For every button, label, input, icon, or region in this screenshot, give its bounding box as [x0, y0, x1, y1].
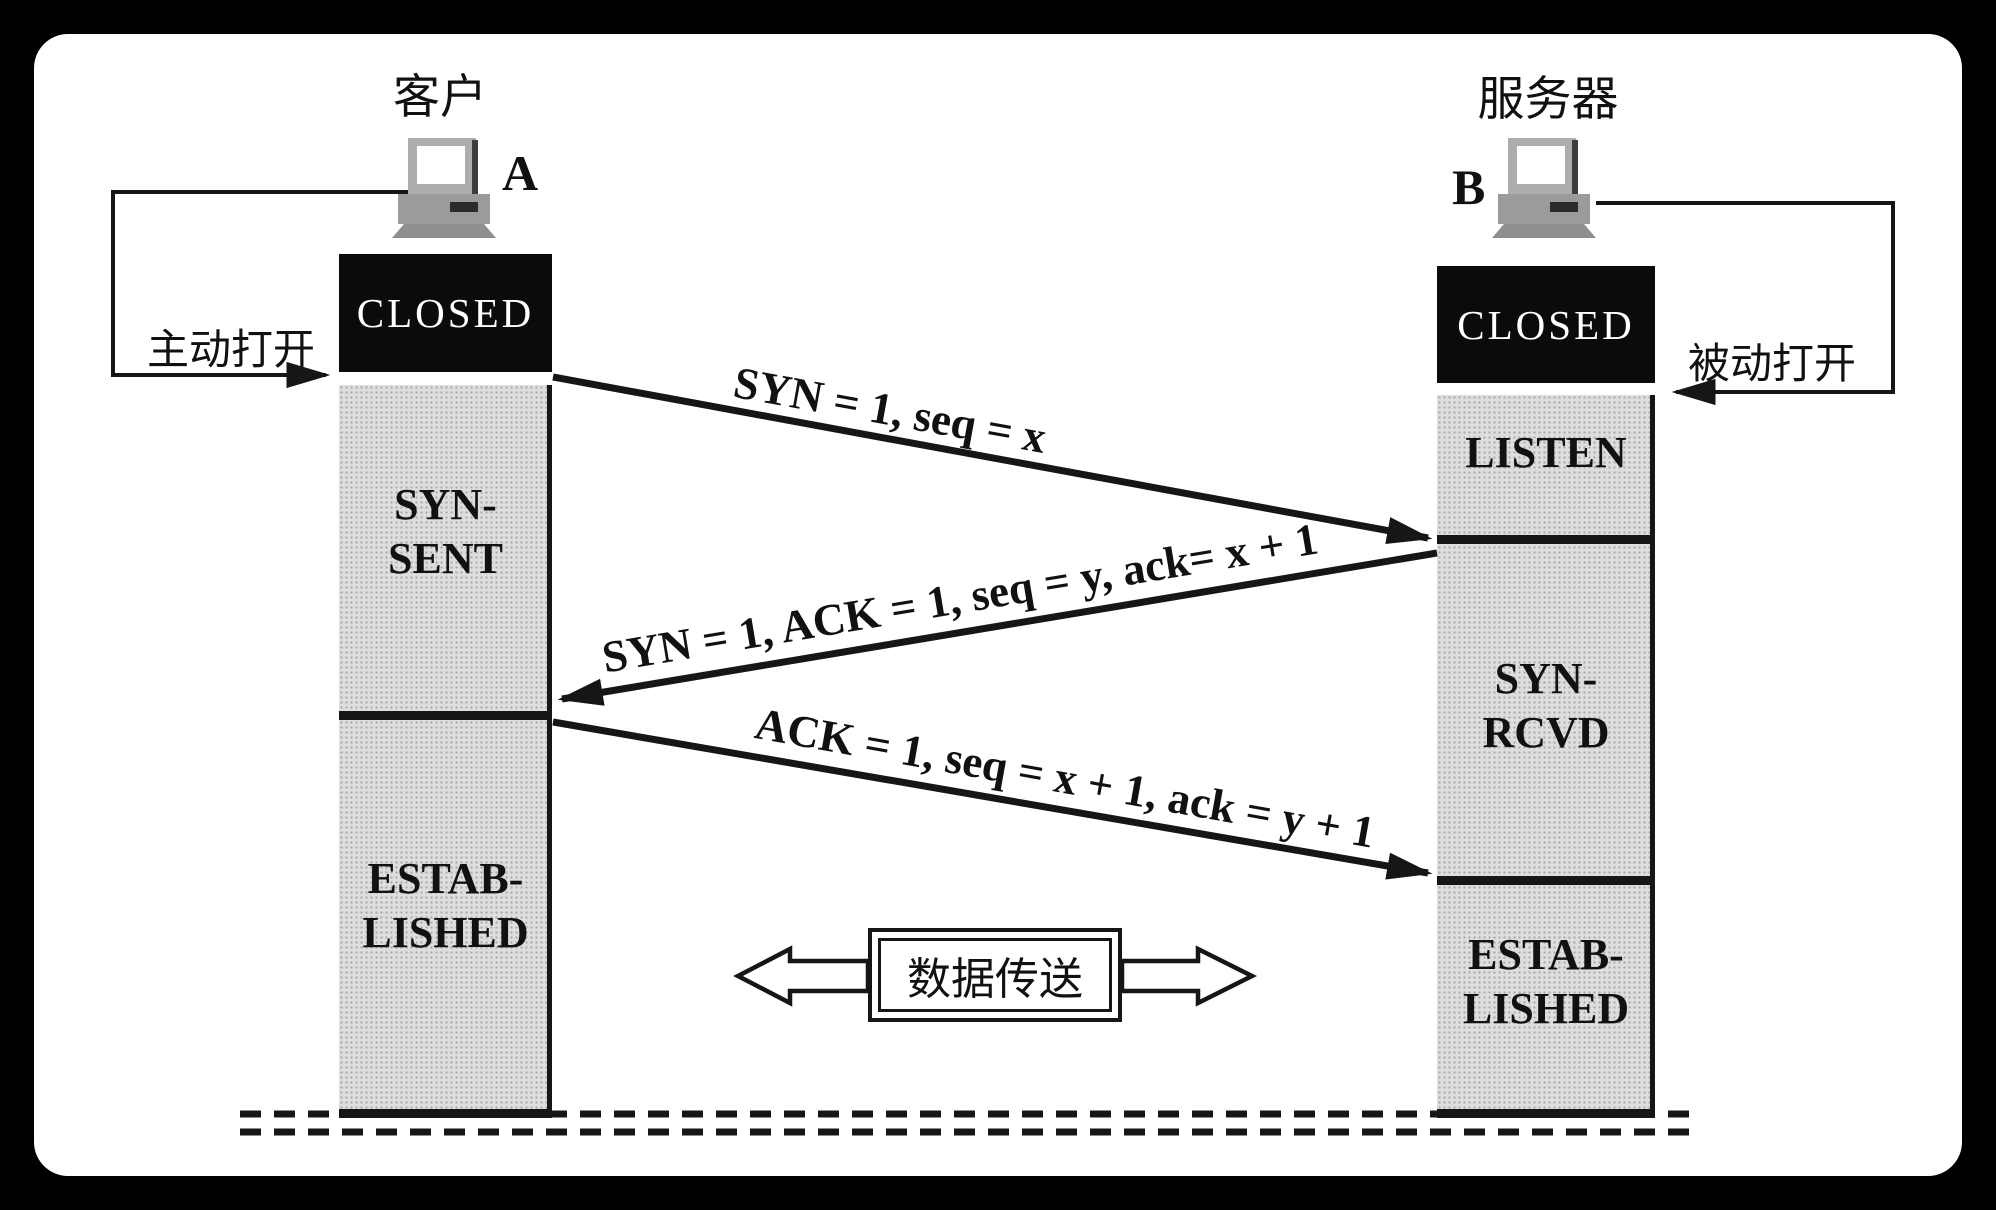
passive-open-label: 被动打开 [1687, 342, 1856, 388]
syn-rcvd-state: SYN- RCVD [1482, 654, 1610, 757]
server-node-label: B [1452, 159, 1486, 215]
client-established-state: ESTAB- LISHED [362, 854, 529, 957]
syn-sent-state: SYN- SENT [388, 480, 503, 583]
active-open-label: 主动打开 [146, 328, 315, 374]
client-lifeline-column [339, 385, 552, 1118]
data-transfer-box: 数据传送 [868, 928, 1122, 1022]
client-closed-state: CLOSED [339, 254, 552, 372]
server-lifeline-column [1437, 395, 1655, 1118]
server-state-divider-2 [1437, 876, 1650, 885]
client-title: 客户 [393, 72, 487, 124]
server-title: 服务器 [1477, 74, 1619, 126]
client-node-label: A [502, 145, 539, 201]
server-state-divider-1 [1437, 535, 1650, 544]
client-state-divider [339, 711, 547, 720]
server-established-state: ESTAB- LISHED [1462, 930, 1630, 1033]
listen-state: LISTEN [1465, 428, 1627, 477]
data-transfer-label: 数据传送 [878, 938, 1112, 1012]
server-closed-state: CLOSED [1437, 266, 1655, 383]
